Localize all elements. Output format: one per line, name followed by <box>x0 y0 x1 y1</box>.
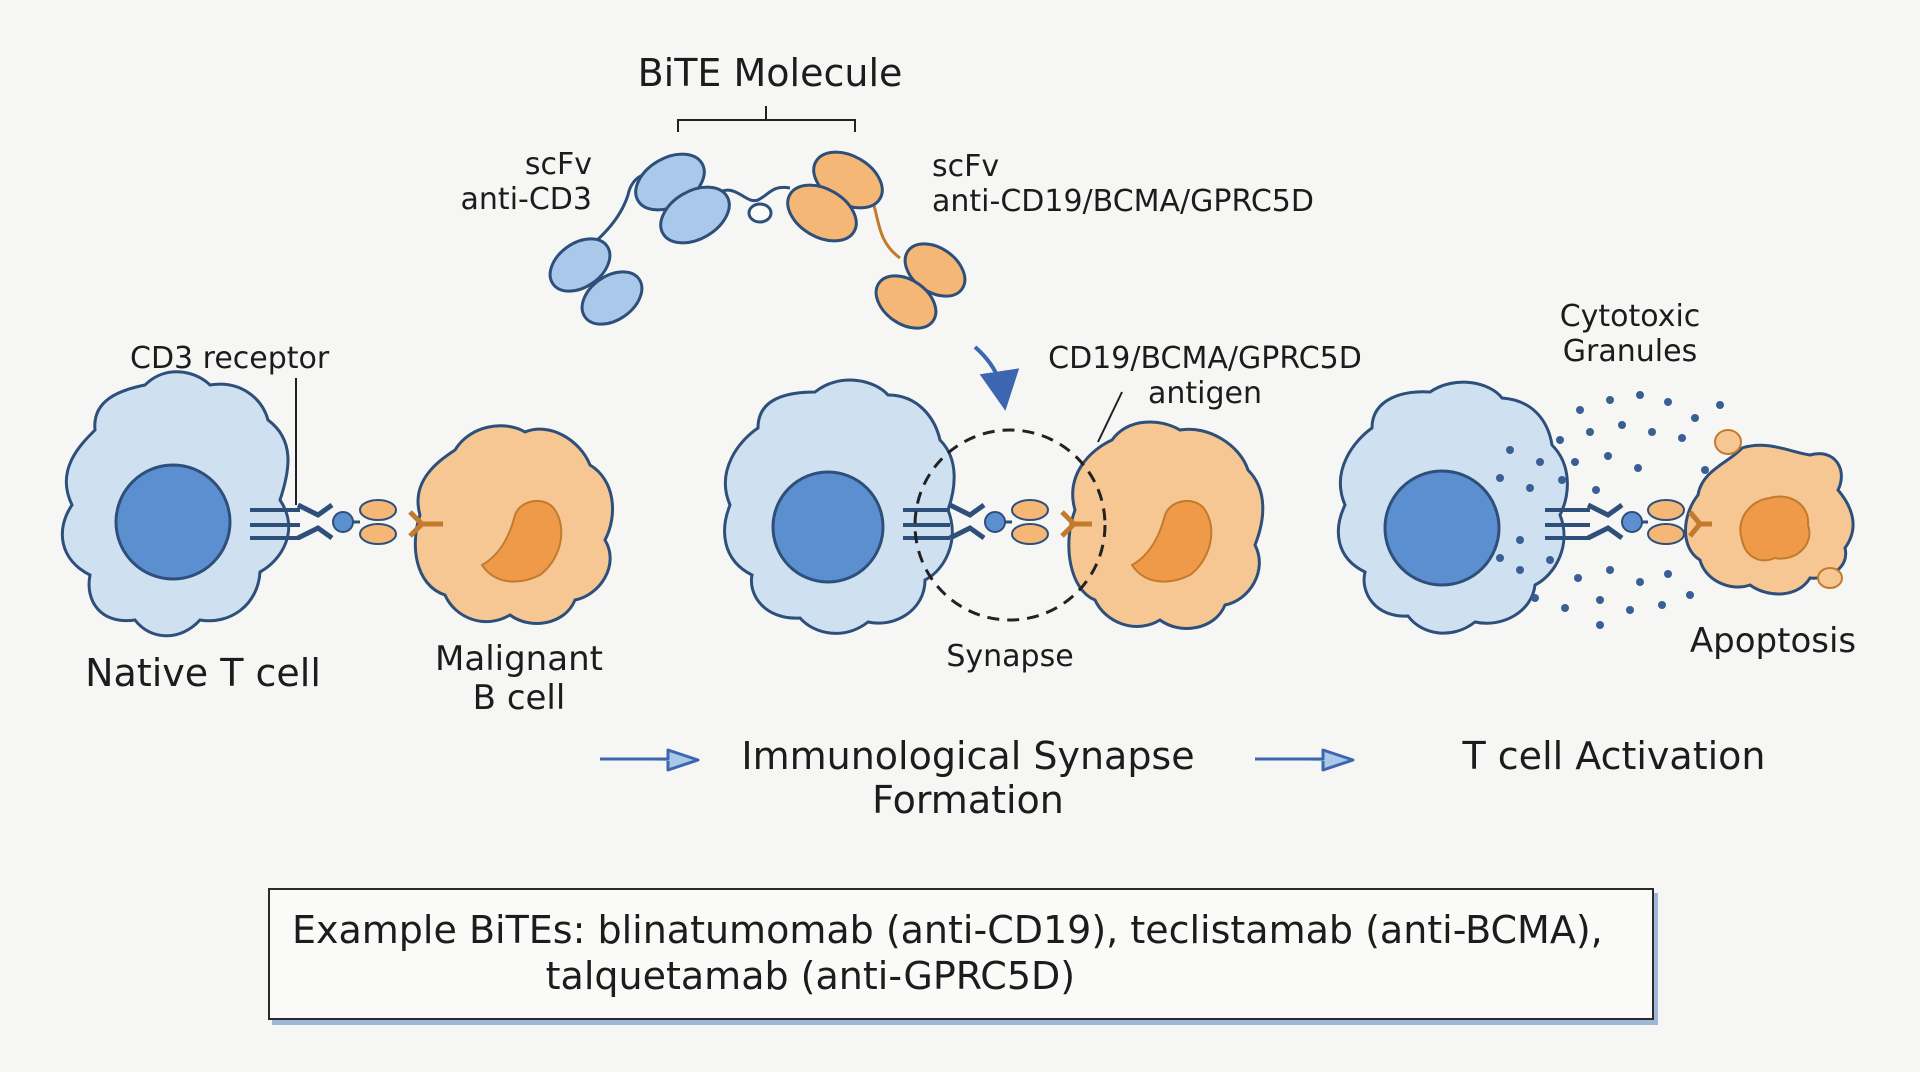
cd3-bite-antigen-complex <box>1545 499 1712 545</box>
granule-dot <box>1561 604 1569 612</box>
granule-dot <box>1531 594 1539 602</box>
cytotoxic-granules <box>1496 391 1724 629</box>
stage-synapse-formation: Immunological Synapse Formation <box>741 734 1195 822</box>
bite-molecule <box>548 150 967 330</box>
cd3-bite-antigen-complex <box>903 499 1092 545</box>
granule-dot <box>1604 452 1612 460</box>
bite-anti-target-domain <box>874 274 938 330</box>
granule-dot <box>1574 574 1582 582</box>
bite-molecule-title: BiTE Molecule <box>637 51 903 95</box>
cd3-bite-antigen-complex <box>250 499 443 545</box>
malignant-b-cell-label: Malignant B cell <box>435 639 603 719</box>
t-cell-nucleus <box>114 463 232 581</box>
antigen-label: CD19/BCMA/GPRC5D antigen <box>1048 341 1362 411</box>
granule-dot <box>1691 414 1699 422</box>
cytotoxic-granules-label: Cytotoxic Granules <box>1559 299 1701 369</box>
granule-dot <box>1664 398 1672 406</box>
granule-dot <box>1636 391 1644 399</box>
granule-dot <box>1596 621 1604 629</box>
granule-dot <box>1596 596 1604 604</box>
antigen-leader <box>1097 391 1123 443</box>
bite-anti-cd3-domain <box>659 185 731 245</box>
stage-t-cell-activation: T cell Activation <box>1462 734 1766 778</box>
bite-anti-cd3-domain <box>580 270 644 326</box>
granule-dot <box>1516 536 1524 544</box>
bite-linker <box>747 202 773 224</box>
process-arrow-1 <box>600 748 700 772</box>
cd3-receptor-label: CD3 receptor <box>130 341 330 376</box>
granule-dot <box>1546 556 1554 564</box>
granule-dot <box>1592 486 1600 494</box>
granule-dot <box>1558 476 1566 484</box>
bite-anti-cd3-domain <box>548 237 612 293</box>
anti-target-domain-label: scFv anti-CD19/BCMA/GPRC5D <box>932 149 1314 219</box>
t-cell-nucleus <box>771 470 885 584</box>
b-cell-nucleus <box>1130 500 1213 583</box>
fragmented-nucleus <box>1739 495 1811 562</box>
granule-dot <box>1678 434 1686 442</box>
apoptotic-body <box>1817 567 1843 589</box>
granule-dot <box>1686 591 1694 599</box>
granule-dot <box>1648 428 1656 436</box>
granule-dot <box>1576 406 1584 414</box>
granule-dot <box>1664 570 1672 578</box>
synapse-label: Synapse <box>946 639 1074 674</box>
granule-dot <box>1716 401 1724 409</box>
apoptosis-label: Apoptosis <box>1689 621 1857 661</box>
granule-dot <box>1618 421 1626 429</box>
granule-dot <box>1606 566 1614 574</box>
granule-dot <box>1496 554 1504 562</box>
b-cell-nucleus <box>480 500 563 583</box>
process-arrow-2 <box>1255 748 1355 772</box>
granule-dot <box>1526 484 1534 492</box>
granule-dot <box>1496 474 1504 482</box>
synapse-circle <box>913 428 1107 622</box>
granule-dot <box>1571 458 1579 466</box>
granule-dot <box>1626 606 1634 614</box>
granule-dot <box>1634 464 1642 472</box>
example-bites-text: Example BiTEs: blinatumomab (anti-CD19),… <box>292 908 1603 998</box>
apoptotic-body <box>1714 429 1742 455</box>
t-cell-nucleus <box>1383 469 1501 587</box>
granule-dot <box>1586 428 1594 436</box>
bite-binding-arrow <box>973 345 1020 411</box>
granule-dot <box>1701 466 1709 474</box>
example-bites-box: Example BiTEs: blinatumomab (anti-CD19),… <box>268 888 1654 1020</box>
native-t-cell-label: Native T cell <box>85 651 321 695</box>
anti-cd3-domain-label: scFv anti-CD3 <box>460 147 592 217</box>
granule-dot <box>1636 578 1644 586</box>
bite-bracket <box>677 106 856 132</box>
granule-dot <box>1506 446 1514 454</box>
granule-dot <box>1556 436 1564 444</box>
granule-dot <box>1516 566 1524 574</box>
granule-dot <box>1658 601 1666 609</box>
granule-dot <box>1536 458 1544 466</box>
bite-anti-target-domain <box>786 183 858 243</box>
granule-dot <box>1606 396 1614 404</box>
